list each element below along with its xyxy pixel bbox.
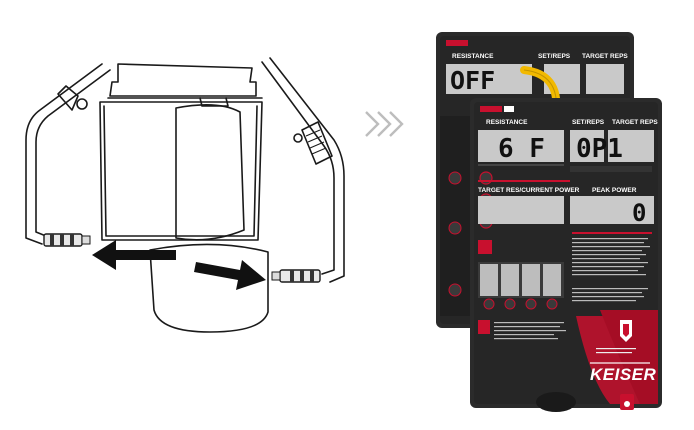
set-reps-lcd	[570, 130, 604, 162]
back-lcd-value: OFF	[450, 66, 495, 95]
peak-power-lcd-value: 0	[632, 199, 646, 227]
front-resistance-label: RESISTANCE	[486, 119, 528, 126]
peak-power-label: PEAK POWER	[592, 187, 637, 194]
chevrons-icon	[365, 111, 404, 137]
target-res-lcd	[478, 196, 564, 224]
button-up[interactable]	[479, 171, 493, 185]
target-reps-lcd	[608, 130, 654, 162]
arrow-left-icon	[92, 240, 176, 270]
resistance-lcd-value: 6 F	[498, 134, 545, 164]
target-reps-lcd-value: 0P1	[576, 134, 623, 164]
handlebar-drawing	[25, 57, 345, 333]
back-target-reps-label: TARGET REPS	[582, 53, 628, 60]
peak-power-lcd	[570, 196, 654, 224]
right-grip	[271, 269, 321, 283]
left-grip	[43, 233, 91, 247]
resistance-lcd	[478, 130, 564, 162]
back-set-reps-label: SET/REPS	[538, 53, 571, 60]
console-front-panel: RESISTANCE SET/REPS TARGET REPS 6 F 0P1 …	[470, 98, 662, 412]
keiser-shield-logo	[620, 320, 632, 342]
back-resistance-label: RESISTANCE	[452, 53, 494, 60]
arrow-right-icon	[194, 260, 266, 290]
front-target-reps-label: TARGET REPS	[612, 119, 658, 126]
front-set-reps-label: SET/REPS	[572, 119, 605, 126]
target-res-current-power-label: TARGET RES/CURRENT POWER	[478, 187, 580, 194]
brand-logo: KEISER	[590, 365, 657, 384]
